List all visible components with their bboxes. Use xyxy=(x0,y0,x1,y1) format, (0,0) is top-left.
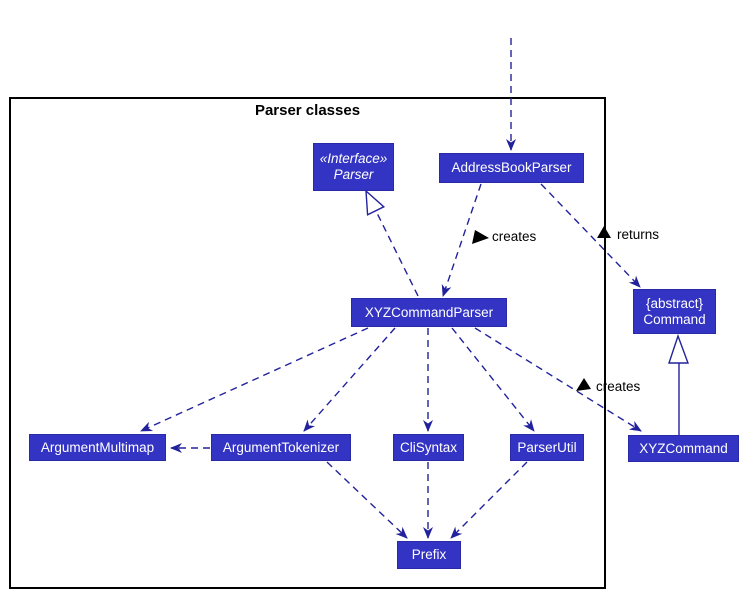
realization-hollow-arrowhead xyxy=(365,189,386,216)
class-box-clisyntax: CliSyntax xyxy=(393,434,464,461)
returns-direction-triangle xyxy=(597,226,611,238)
class-box-prefix: Prefix xyxy=(397,541,461,569)
edge-argumenttokenizer-to-prefix xyxy=(326,461,408,539)
creates-bottom-direction-triangle xyxy=(576,378,591,391)
class-box-parser-interface: «Interface» Parser xyxy=(313,143,394,191)
frame-title: Parser classes xyxy=(254,102,361,119)
edge-label-returns: returns xyxy=(617,227,660,242)
edge-label-creates-top: creates xyxy=(492,229,537,244)
edge-xyzcommandparser-to-parserutil xyxy=(451,327,535,432)
inheritance-hollow-arrowhead xyxy=(668,333,690,364)
edge-addressbookparser-creates-xyzcommandparser xyxy=(441,183,482,297)
creates-top-direction-triangle xyxy=(472,230,489,244)
class-box-command: {abstract} Command xyxy=(633,289,716,334)
class-box-addressbookparser: AddressBookParser xyxy=(439,153,584,183)
edge-xyzcommandparser-to-argumenttokenizer xyxy=(303,327,396,432)
clisyntax-name: CliSyntax xyxy=(399,439,458,455)
argumenttokenizer-name: ArgumentTokenizer xyxy=(222,439,340,455)
parserutil-name: ParserUtil xyxy=(517,439,577,455)
parser-classes-frame xyxy=(9,97,606,589)
xyzcommandparser-name: XYZCommandParser xyxy=(364,304,494,320)
xyzcommand-name: XYZCommand xyxy=(639,440,728,456)
class-box-parserutil: ParserUtil xyxy=(510,434,584,461)
class-box-argumenttokenizer: ArgumentTokenizer xyxy=(211,434,351,461)
class-box-xyzcommandparser: XYZCommandParser xyxy=(351,298,507,327)
edge-xyzcommandparser-creates-xyzcommand xyxy=(474,327,642,432)
parser-interface-name: Parser xyxy=(333,167,374,182)
command-stereotype: {abstract} xyxy=(645,295,704,311)
class-box-xyzcommand: XYZCommand xyxy=(628,435,739,462)
command-name: Command xyxy=(643,311,706,327)
prefix-name: Prefix xyxy=(411,547,447,562)
argumentmultimap-name: ArgumentMultimap xyxy=(40,439,155,455)
class-box-argumentmultimap: ArgumentMultimap xyxy=(29,434,166,461)
edge-parserutil-to-prefix xyxy=(450,461,528,539)
edge-xyzcommandparser-implements-parser xyxy=(375,210,419,297)
parser-interface-stereotype: «Interface» xyxy=(319,151,388,166)
edge-xyzcommandparser-to-argumentmultimap xyxy=(140,327,369,432)
edge-label-creates-bottom: creates xyxy=(596,379,641,394)
addressbookparser-name: AddressBookParser xyxy=(451,160,572,175)
